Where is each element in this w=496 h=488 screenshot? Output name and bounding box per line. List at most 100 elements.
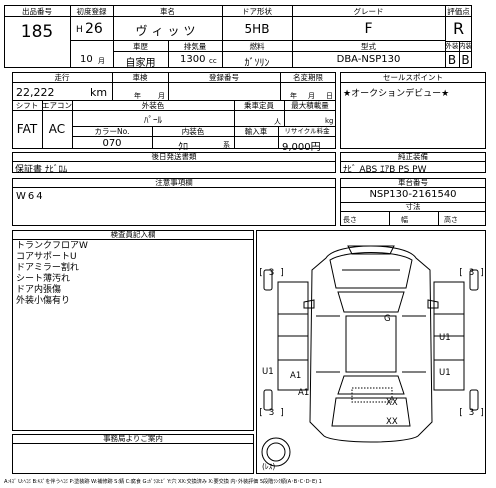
inspection-month-unit: 月 xyxy=(158,92,165,100)
grade-value: F xyxy=(364,21,373,37)
caution-value: W64 xyxy=(16,191,45,202)
office-label: 事務局よりご案内 xyxy=(103,434,163,443)
car-name: ヴィッツ xyxy=(135,24,200,38)
damage-mark-u1-right-lower: U1 xyxy=(439,368,451,378)
load-unit: kg xyxy=(325,117,334,125)
chassis-value: NSP130-2161540 xyxy=(369,189,457,200)
score-value: R xyxy=(452,19,465,38)
name-change-year-unit: 年 xyxy=(290,92,297,100)
inspector-notes: トランクフロアW コアサポートU ドアミラー割れ シート薄汚れ ドア内張傷 外装… xyxy=(16,241,88,307)
ac-value: AC xyxy=(48,122,66,136)
selling-label: セールスポイント xyxy=(383,73,443,82)
damage-mark-u1-right: U1 xyxy=(439,333,451,343)
lot-number: 185 xyxy=(20,22,54,42)
cc-value: 1300 xyxy=(180,54,206,65)
score-label: 評価点 xyxy=(447,7,470,16)
shift-value: FAT xyxy=(16,122,38,136)
later-docs-box xyxy=(12,152,336,173)
genuine-label: 純正装備 xyxy=(398,152,428,161)
tire-mark-front-right: [ 3 ] xyxy=(458,268,486,278)
tire-mark-rear-right: [ 3 ] xyxy=(458,408,486,418)
width-label: 幅 xyxy=(401,216,408,224)
genuine-box xyxy=(340,152,486,173)
name-change-label: 名変期限 xyxy=(293,73,323,82)
selling-value: ★オークションデビュー★ xyxy=(343,89,450,99)
int-color-label: 内装色 xyxy=(181,127,205,136)
int-grade: B xyxy=(461,53,470,67)
load-label: 最大積載量 xyxy=(291,101,329,110)
recycle-value: 9,000円 xyxy=(282,142,321,153)
dims-label: 寸法 xyxy=(405,202,421,211)
tire-mark-front-left: [ 3 ] xyxy=(258,268,286,278)
inspector-note: コアサポートU xyxy=(16,252,77,262)
name-change-day-unit: 日 xyxy=(326,92,333,100)
model-label: 型式 xyxy=(361,42,376,51)
name-change-month-unit: 月 xyxy=(308,92,315,100)
ext-color-value: ﾊﾟｰﾙ xyxy=(143,116,162,126)
recycle-label: リサイクル料金 xyxy=(284,127,330,135)
ext-label: 外装 xyxy=(445,42,459,50)
later-docs-value: 保証書 ﾅﾋﾞﾛﾑ xyxy=(15,165,68,175)
color-no-value: 070 xyxy=(102,138,122,149)
reg-era: H xyxy=(76,25,83,35)
name-label: 車名 xyxy=(160,7,175,16)
damage-mark-xx-2: XX xyxy=(386,417,398,427)
inspector-box xyxy=(12,230,254,431)
inspector-note: ドア内張傷 xyxy=(16,285,62,295)
reg-year: 26 xyxy=(85,21,103,37)
plate-label: 登録番号 xyxy=(209,73,239,82)
inspector-note: ドアミラー割れ xyxy=(16,263,79,273)
use-label: 車歴 xyxy=(133,42,148,51)
reg-month: 10 xyxy=(80,54,93,65)
use-value: 自家用 xyxy=(125,58,156,69)
ac-label: エアコン xyxy=(42,101,72,110)
score-box xyxy=(445,5,472,68)
height-label: 高さ xyxy=(444,216,458,224)
length-label: 長さ xyxy=(343,216,357,224)
genuine-value: ﾅﾋﾞ ABS ｴｱB PS PW xyxy=(343,165,427,175)
grade-label: グレード xyxy=(353,7,384,16)
spare-tire-label: (ﾚｽ) xyxy=(262,462,276,471)
damage-mark-a1: A1 xyxy=(290,371,302,381)
damage-mark-xx-1: XX xyxy=(386,398,398,408)
fuel-label: 燃料 xyxy=(249,42,265,51)
model-value: DBA-NSP130 xyxy=(336,54,401,65)
mileage-value: 22,222 xyxy=(16,86,55,99)
doors-label: ドア形状 xyxy=(242,7,272,16)
mileage-unit: km xyxy=(90,86,108,99)
doors-value: 5HB xyxy=(244,22,270,36)
caution-label: 注意事項欄 xyxy=(155,178,193,187)
inspector-label: 検査員記入欄 xyxy=(110,230,156,239)
office-box xyxy=(12,434,254,474)
inspection-label: 車検 xyxy=(132,73,148,82)
shift-label: シフト xyxy=(15,101,39,110)
int-color-value: ｸﾛ xyxy=(178,142,188,153)
diagram-frame xyxy=(256,230,486,474)
fuel-value: ｶﾞｿﾘﾝ xyxy=(244,58,270,69)
inspector-note: 外装小傷有り xyxy=(16,296,71,306)
inspector-note: シート薄汚れ xyxy=(16,274,71,284)
selling-point-box xyxy=(340,72,486,149)
damage-legend: A:ｷｽﾞ U:ﾍｺﾐ B:ｷｽﾞを伴うﾍｺﾐ P:塗装跡 W:補修跡 S:錆 … xyxy=(4,479,322,485)
damage-mark-g: G xyxy=(384,314,391,324)
seating-unit: 人 xyxy=(274,118,281,126)
color-no-label: カラーNo. xyxy=(94,127,130,136)
damage-mark-u1-left: U1 xyxy=(262,367,274,377)
import-label: 輸入車 xyxy=(244,127,268,136)
int-label: 内装 xyxy=(459,42,472,50)
chassis-label: 車台番号 xyxy=(398,178,428,187)
cc-label: 排気量 xyxy=(183,42,207,51)
reg-label: 初度登録 xyxy=(76,7,107,16)
seating-label: 乗車定員 xyxy=(244,101,274,110)
mileage-label: 走行 xyxy=(54,73,70,82)
ext-color-label: 外装色 xyxy=(141,101,165,110)
damage-mark-a1-lower: A1 xyxy=(298,388,310,398)
reg-month-unit: 月 xyxy=(98,57,105,65)
tire-mark-rear-left: [ 3 ] xyxy=(258,408,286,418)
inspector-note: トランクフロアW xyxy=(16,241,88,251)
int-color-unit: 系 xyxy=(223,141,230,149)
car-diagram xyxy=(261,245,479,467)
inspection-year-unit: 年 xyxy=(134,92,141,100)
lot-label: 出品番号 xyxy=(22,7,52,16)
cc-unit: cc xyxy=(209,57,217,65)
